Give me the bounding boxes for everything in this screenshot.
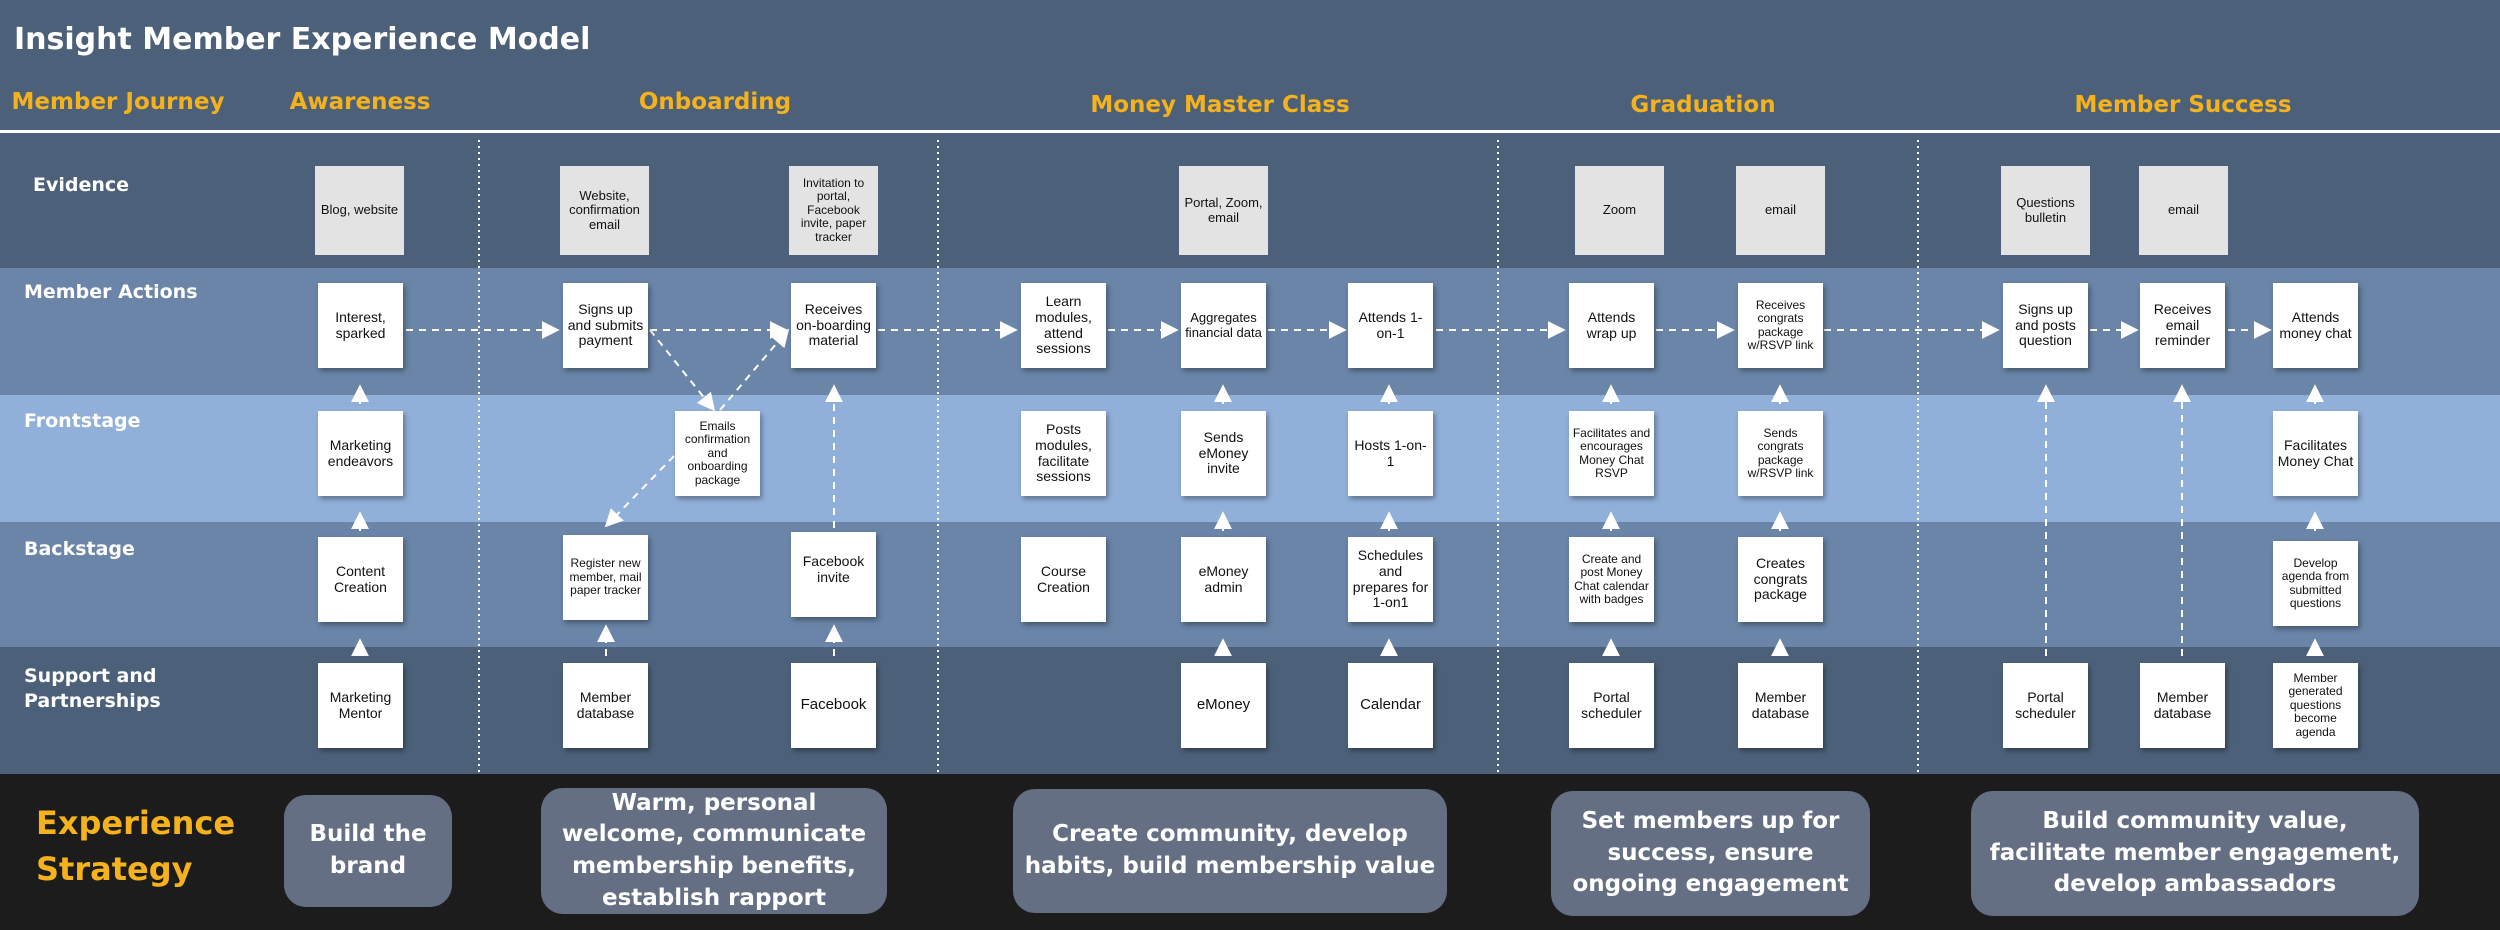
- support-note: Member generated questions become agenda: [2273, 663, 2358, 748]
- frontstage-note: Sends congrats package w/RSVP link: [1738, 411, 1823, 496]
- stage-header-member-journey: Member Journey: [11, 89, 225, 115]
- strategy-onboarding: Warm, personal welcome, communicate memb…: [541, 788, 887, 914]
- member-action-note: Signs up and submits payment: [563, 283, 648, 368]
- frontstage-note: Facilitates and encourages Money Chat RS…: [1569, 411, 1654, 496]
- member-action-note: Receives email reminder: [2140, 283, 2225, 368]
- frontstage-note: Hosts 1-on-1: [1348, 411, 1433, 496]
- support-note: Member database: [2140, 663, 2225, 748]
- support-note: Portal scheduler: [2003, 663, 2088, 748]
- member-action-note: Signs up and posts question: [2003, 283, 2088, 368]
- row-label-member-actions: Member Actions: [24, 281, 198, 303]
- member-action-note: Receives on-boarding material: [791, 283, 876, 368]
- evidence-note: Portal, Zoom, email: [1179, 166, 1268, 255]
- strategy-member-success: Build community value, facilitate member…: [1971, 791, 2419, 916]
- row-label-evidence: Evidence: [33, 174, 130, 196]
- frontstage-note: Sends eMoney invite: [1181, 411, 1266, 496]
- support-note: Facebook: [791, 663, 876, 748]
- backstage-note: Course Creation: [1021, 537, 1106, 622]
- frontstage-note: Facilitates Money Chat: [2273, 411, 2358, 496]
- backstage-note: Schedules and prepares for 1-on1: [1348, 537, 1433, 622]
- backstage-note: eMoney admin: [1181, 537, 1266, 622]
- header-band: [0, 0, 2500, 133]
- stage-header-awareness: Awareness: [289, 89, 431, 115]
- evidence-note: Blog, website: [315, 166, 404, 255]
- stage-header-money-master-class: Money Master Class: [1090, 92, 1350, 118]
- backstage-note: Register new member, mail paper tracker: [563, 535, 648, 620]
- support-note: Marketing Mentor: [318, 663, 403, 748]
- frontstage-note: Emails confirmation and onboarding packa…: [675, 411, 760, 496]
- member-action-note: Receives congrats package w/RSVP link: [1738, 283, 1823, 368]
- row-label-frontstage: Frontstage: [24, 410, 141, 432]
- row-label-support: Support and Partnerships: [24, 665, 161, 712]
- backstage-note: Create and post Money Chat calendar with…: [1569, 537, 1654, 622]
- backstage-note: Develop agenda from submitted questions: [2273, 541, 2358, 626]
- evidence-note: email: [2139, 166, 2228, 255]
- backstage-note: Content Creation: [318, 537, 403, 622]
- support-note: Member database: [563, 663, 648, 748]
- member-action-note: Learn modules, attend sessions: [1021, 283, 1106, 368]
- row-label-backstage: Backstage: [24, 538, 135, 560]
- strategy-money-master-class: Create community, develop habits, build …: [1013, 789, 1447, 913]
- stage-header-onboarding: Onboarding: [638, 89, 792, 115]
- header-divider: [0, 130, 2500, 133]
- evidence-note: Invitation to portal, Facebook invite, p…: [789, 166, 878, 255]
- evidence-note: Questions bulletin: [2001, 166, 2090, 255]
- member-action-note: Attends 1-on-1: [1348, 283, 1433, 368]
- frontstage-note: Marketing endeavors: [318, 411, 403, 496]
- stage-header-member-success: Member Success: [2074, 92, 2292, 118]
- support-note: eMoney: [1181, 663, 1266, 748]
- stage-header-graduation: Graduation: [1630, 92, 1776, 118]
- backstage-note: Creates congrats package: [1738, 537, 1823, 622]
- flow-arrows: [351, 321, 2324, 657]
- evidence-note: email: [1736, 166, 1825, 255]
- page-title: Insight Member Experience Model: [14, 22, 591, 57]
- backstage-note: Facebook invite: [791, 532, 876, 617]
- member-action-note: Interest, sparked: [318, 283, 403, 368]
- evidence-note: Zoom: [1575, 166, 1664, 255]
- member-action-note: Aggregates financial data: [1181, 283, 1266, 368]
- strategy-heading: Experience Strategy: [36, 804, 236, 888]
- support-note: Member database: [1738, 663, 1823, 748]
- evidence-note: Website, confirmation email: [560, 166, 649, 255]
- strategy-awareness: Build the brand: [284, 795, 452, 907]
- frontstage-note: Posts modules, facilitate sessions: [1021, 411, 1106, 496]
- member-action-note: Attends wrap up: [1569, 283, 1654, 368]
- member-action-note: Attends money chat: [2273, 283, 2358, 368]
- support-note: Calendar: [1348, 663, 1433, 748]
- strategy-graduation: Set members up for success, ensure ongoi…: [1551, 791, 1870, 916]
- support-note: Portal scheduler: [1569, 663, 1654, 748]
